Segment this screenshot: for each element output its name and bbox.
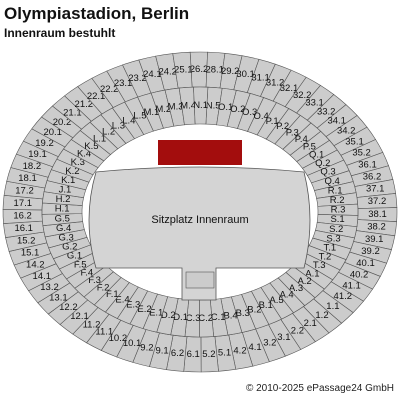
page-title: Olympiastadion, Berlin bbox=[4, 4, 190, 23]
section-16-2[interactable] bbox=[2, 209, 43, 224]
page-subtitle: Innenraum bestuhlt bbox=[4, 26, 116, 40]
section-38-1[interactable] bbox=[357, 207, 398, 223]
sitzplatz-innenraum-field[interactable] bbox=[88, 166, 311, 301]
tunnel-left bbox=[185, 271, 215, 289]
stage bbox=[158, 140, 242, 165]
section-R-3[interactable] bbox=[317, 203, 359, 216]
copyright-footer: © 2010-2025 ePassage24 GmbH bbox=[245, 383, 394, 394]
field-label: Sitzplatz Innenraum bbox=[151, 214, 248, 226]
section-N-1[interactable] bbox=[193, 86, 209, 125]
section-26-2[interactable] bbox=[189, 51, 208, 88]
